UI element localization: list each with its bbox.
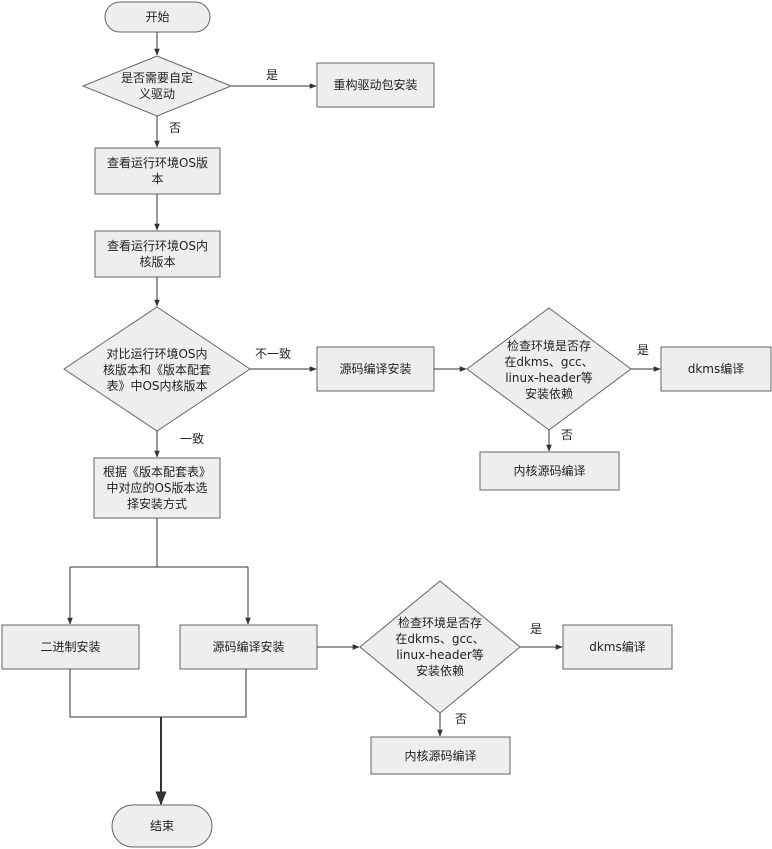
binary-node: 二进制安装 — [40, 640, 101, 654]
source-bottom-node: 源码编译安装 — [212, 640, 285, 654]
env-check-top-decision: 检查环境是否存 在dkms、gcc、 linux-header等 安装依赖 — [504, 339, 594, 401]
label-compare-match: 一致 — [180, 432, 205, 446]
source-top-node: 源码编译安装 — [339, 362, 412, 376]
check-kernel-node-shape — [94, 230, 221, 278]
kernel-src-top-node-shape — [479, 451, 620, 491]
env-check-bottom-decision: 检查环境是否存 在dkms、gcc、 linux-header等 安装依赖 — [395, 616, 485, 678]
dkms-bottom-node: dkms编译 — [589, 640, 646, 654]
rebuild-node: 重构驱动包安装 — [333, 78, 418, 92]
kernel-src-top-node: 内核源码编译 — [513, 464, 586, 478]
binary-node-shape — [1, 624, 140, 670]
source-bottom-node-shape — [179, 624, 318, 670]
start-node: 开始 — [145, 10, 170, 24]
custom-driver-decision: 是否需要自定 义驱动 — [120, 71, 193, 101]
dkms-top-node-shape — [660, 346, 772, 392]
label-custom-driver-no: 否 — [169, 121, 182, 135]
choose-method-node: 根据《版本配套表》 中对应的OS版本选 择安装方式 — [102, 465, 211, 511]
rebuild-node-shape — [316, 62, 435, 108]
edge-binary-merge — [69, 669, 247, 718]
check-os-node-shape — [94, 147, 221, 195]
dkms-bottom-node-shape — [562, 624, 673, 670]
check-os-node: 查看运行环境OS版 本 — [106, 156, 209, 186]
end-node: 结束 — [149, 819, 174, 833]
kernel-src-bottom-node-shape — [370, 736, 511, 775]
kernel-src-bottom-node: 内核源码编译 — [404, 748, 477, 763]
label-env-top-yes: 是 — [637, 343, 650, 357]
check-kernel-node: 查看运行环境OS内 核版本 — [106, 239, 209, 269]
label-env-top-no: 否 — [561, 428, 574, 442]
compare-decision: 对比运行环境OS内 核版本和《版本配套 表》中OS内核版本 — [102, 347, 211, 393]
label-env-bottom-no: 否 — [455, 712, 468, 726]
label-compare-mismatch: 不一致 — [255, 347, 292, 361]
label-env-bottom-yes: 是 — [530, 622, 543, 636]
source-top-node-shape — [316, 346, 435, 392]
choose-method-node-shape — [93, 457, 221, 519]
label-custom-driver-yes: 是 — [266, 68, 279, 82]
dkms-top-node: dkms编译 — [687, 362, 745, 376]
